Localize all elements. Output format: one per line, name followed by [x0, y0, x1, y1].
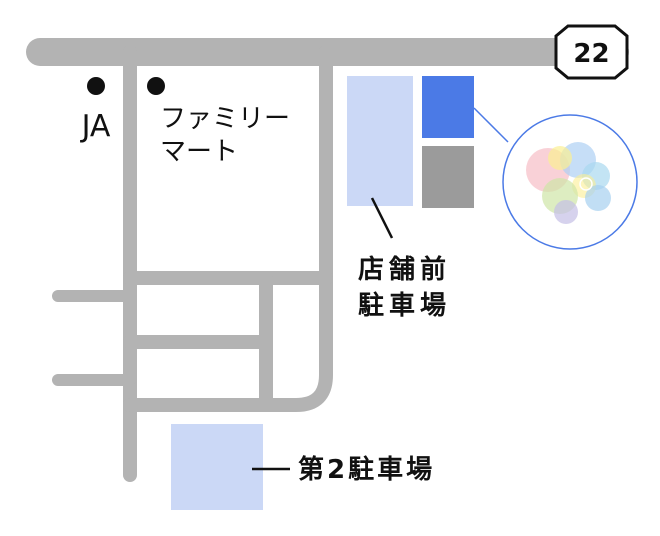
neighbor-building [422, 146, 474, 208]
front-parking-label-line2: 駐車場 [358, 291, 451, 321]
store-building [422, 76, 474, 138]
second-parking-label: 第2駐車場 [298, 454, 435, 485]
second-parking-area [171, 424, 263, 510]
front-parking-leader [370, 197, 394, 239]
roads [26, 38, 629, 482]
main-vertical-road [123, 45, 333, 412]
callout-leader [473, 107, 509, 143]
family-mart-label-line2: マート [160, 137, 238, 167]
front-parking-label-line1: 店舗前 [358, 254, 451, 285]
route-shield-icon: 22 [554, 24, 629, 80]
landmark-dot-icon [147, 77, 165, 95]
route-number: 22 [573, 39, 609, 69]
family-mart-label-line1: ファミリー [160, 104, 290, 134]
landmark-dot-icon [87, 77, 105, 95]
front-parking-area [347, 76, 413, 206]
ja-label: JA [80, 109, 111, 144]
shop-logo-icon [526, 142, 611, 224]
